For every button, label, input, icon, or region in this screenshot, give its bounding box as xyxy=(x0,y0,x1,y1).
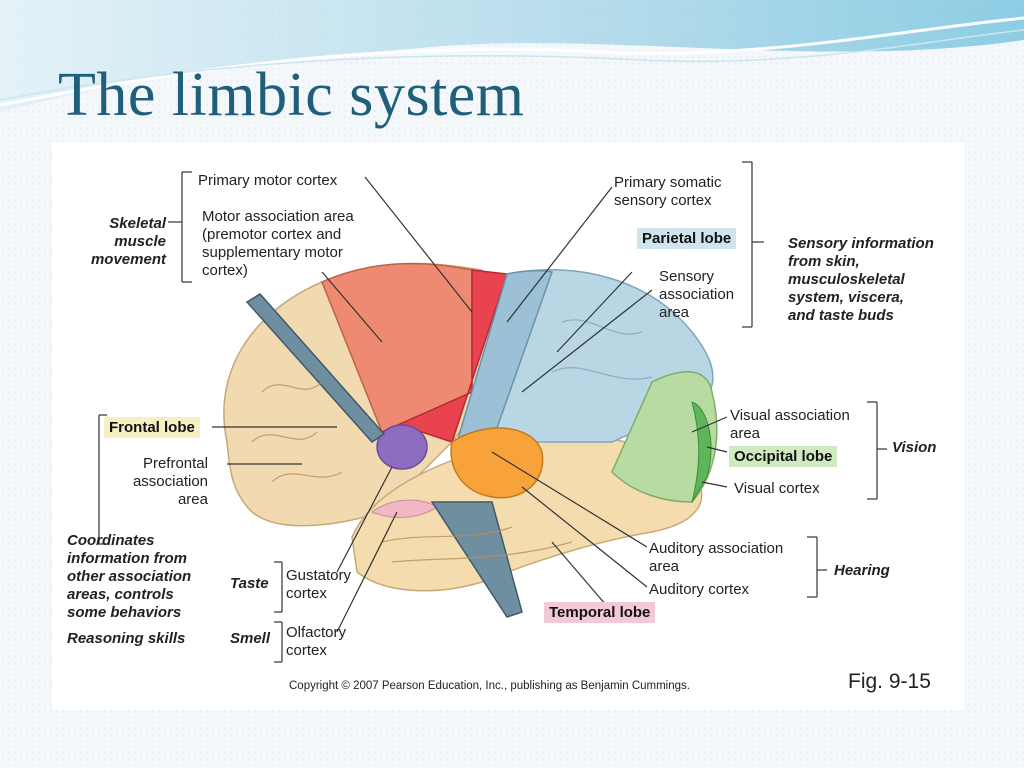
header-wave-decoration xyxy=(0,0,1024,112)
brain-illustration xyxy=(98,161,887,663)
label-primary-motor-cortex: Primary motor cortex xyxy=(198,172,338,189)
label-visual-cortex: Visual cortex xyxy=(734,480,820,497)
brain-figure: Primary motor cortex Motor association a… xyxy=(52,142,964,710)
label-reasoning-skills: Reasoning skills xyxy=(67,630,186,647)
label-primary-somatic-sensory-cortex: Primary somatic sensory cortex xyxy=(614,174,722,209)
gustatory-region xyxy=(376,424,428,470)
copyright-notice: Copyright © 2007 Pearson Education, Inc.… xyxy=(289,680,690,692)
label-smell: Smell xyxy=(230,630,271,647)
label-sensory-information: Sensory information from skin, musculosk… xyxy=(788,235,934,324)
auditory-region xyxy=(450,427,544,499)
label-auditory-cortex: Auditory cortex xyxy=(649,581,750,598)
label-taste: Taste xyxy=(230,575,269,592)
label-sensory-association-area: Sensory association area xyxy=(659,268,735,321)
figure-number: Fig. 9-15 xyxy=(848,670,931,693)
label-hearing: Hearing xyxy=(834,562,890,579)
lobe-tag-parietal: Parietal lobe xyxy=(637,228,737,249)
label-olfactory-cortex: Olfactory cortex xyxy=(286,624,347,659)
lobe-tag-occipital: Occipital lobe xyxy=(729,446,838,467)
somatic-sensory-region xyxy=(455,269,553,443)
label-coordinates-information: Coordinates information from other assoc… xyxy=(67,532,192,621)
label-prefrontal-association-area: Prefrontal association area xyxy=(132,455,208,508)
label-auditory-association-area: Auditory association area xyxy=(649,540,784,575)
label-skeletal-muscle-movement: Skeletal muscle movement xyxy=(90,215,166,268)
label-visual-association-area: Visual association area xyxy=(730,407,850,442)
occipital-region xyxy=(611,371,718,503)
label-vision: Vision xyxy=(892,439,937,456)
lobe-tag-frontal: Frontal lobe xyxy=(104,417,200,438)
slide-title: The limbic system xyxy=(58,61,525,129)
label-gustatory-cortex: Gustatory cortex xyxy=(286,567,352,602)
label-motor-association-area: Motor association area (premotor cortex … xyxy=(202,208,354,279)
lobe-tag-temporal: Temporal lobe xyxy=(544,602,656,623)
